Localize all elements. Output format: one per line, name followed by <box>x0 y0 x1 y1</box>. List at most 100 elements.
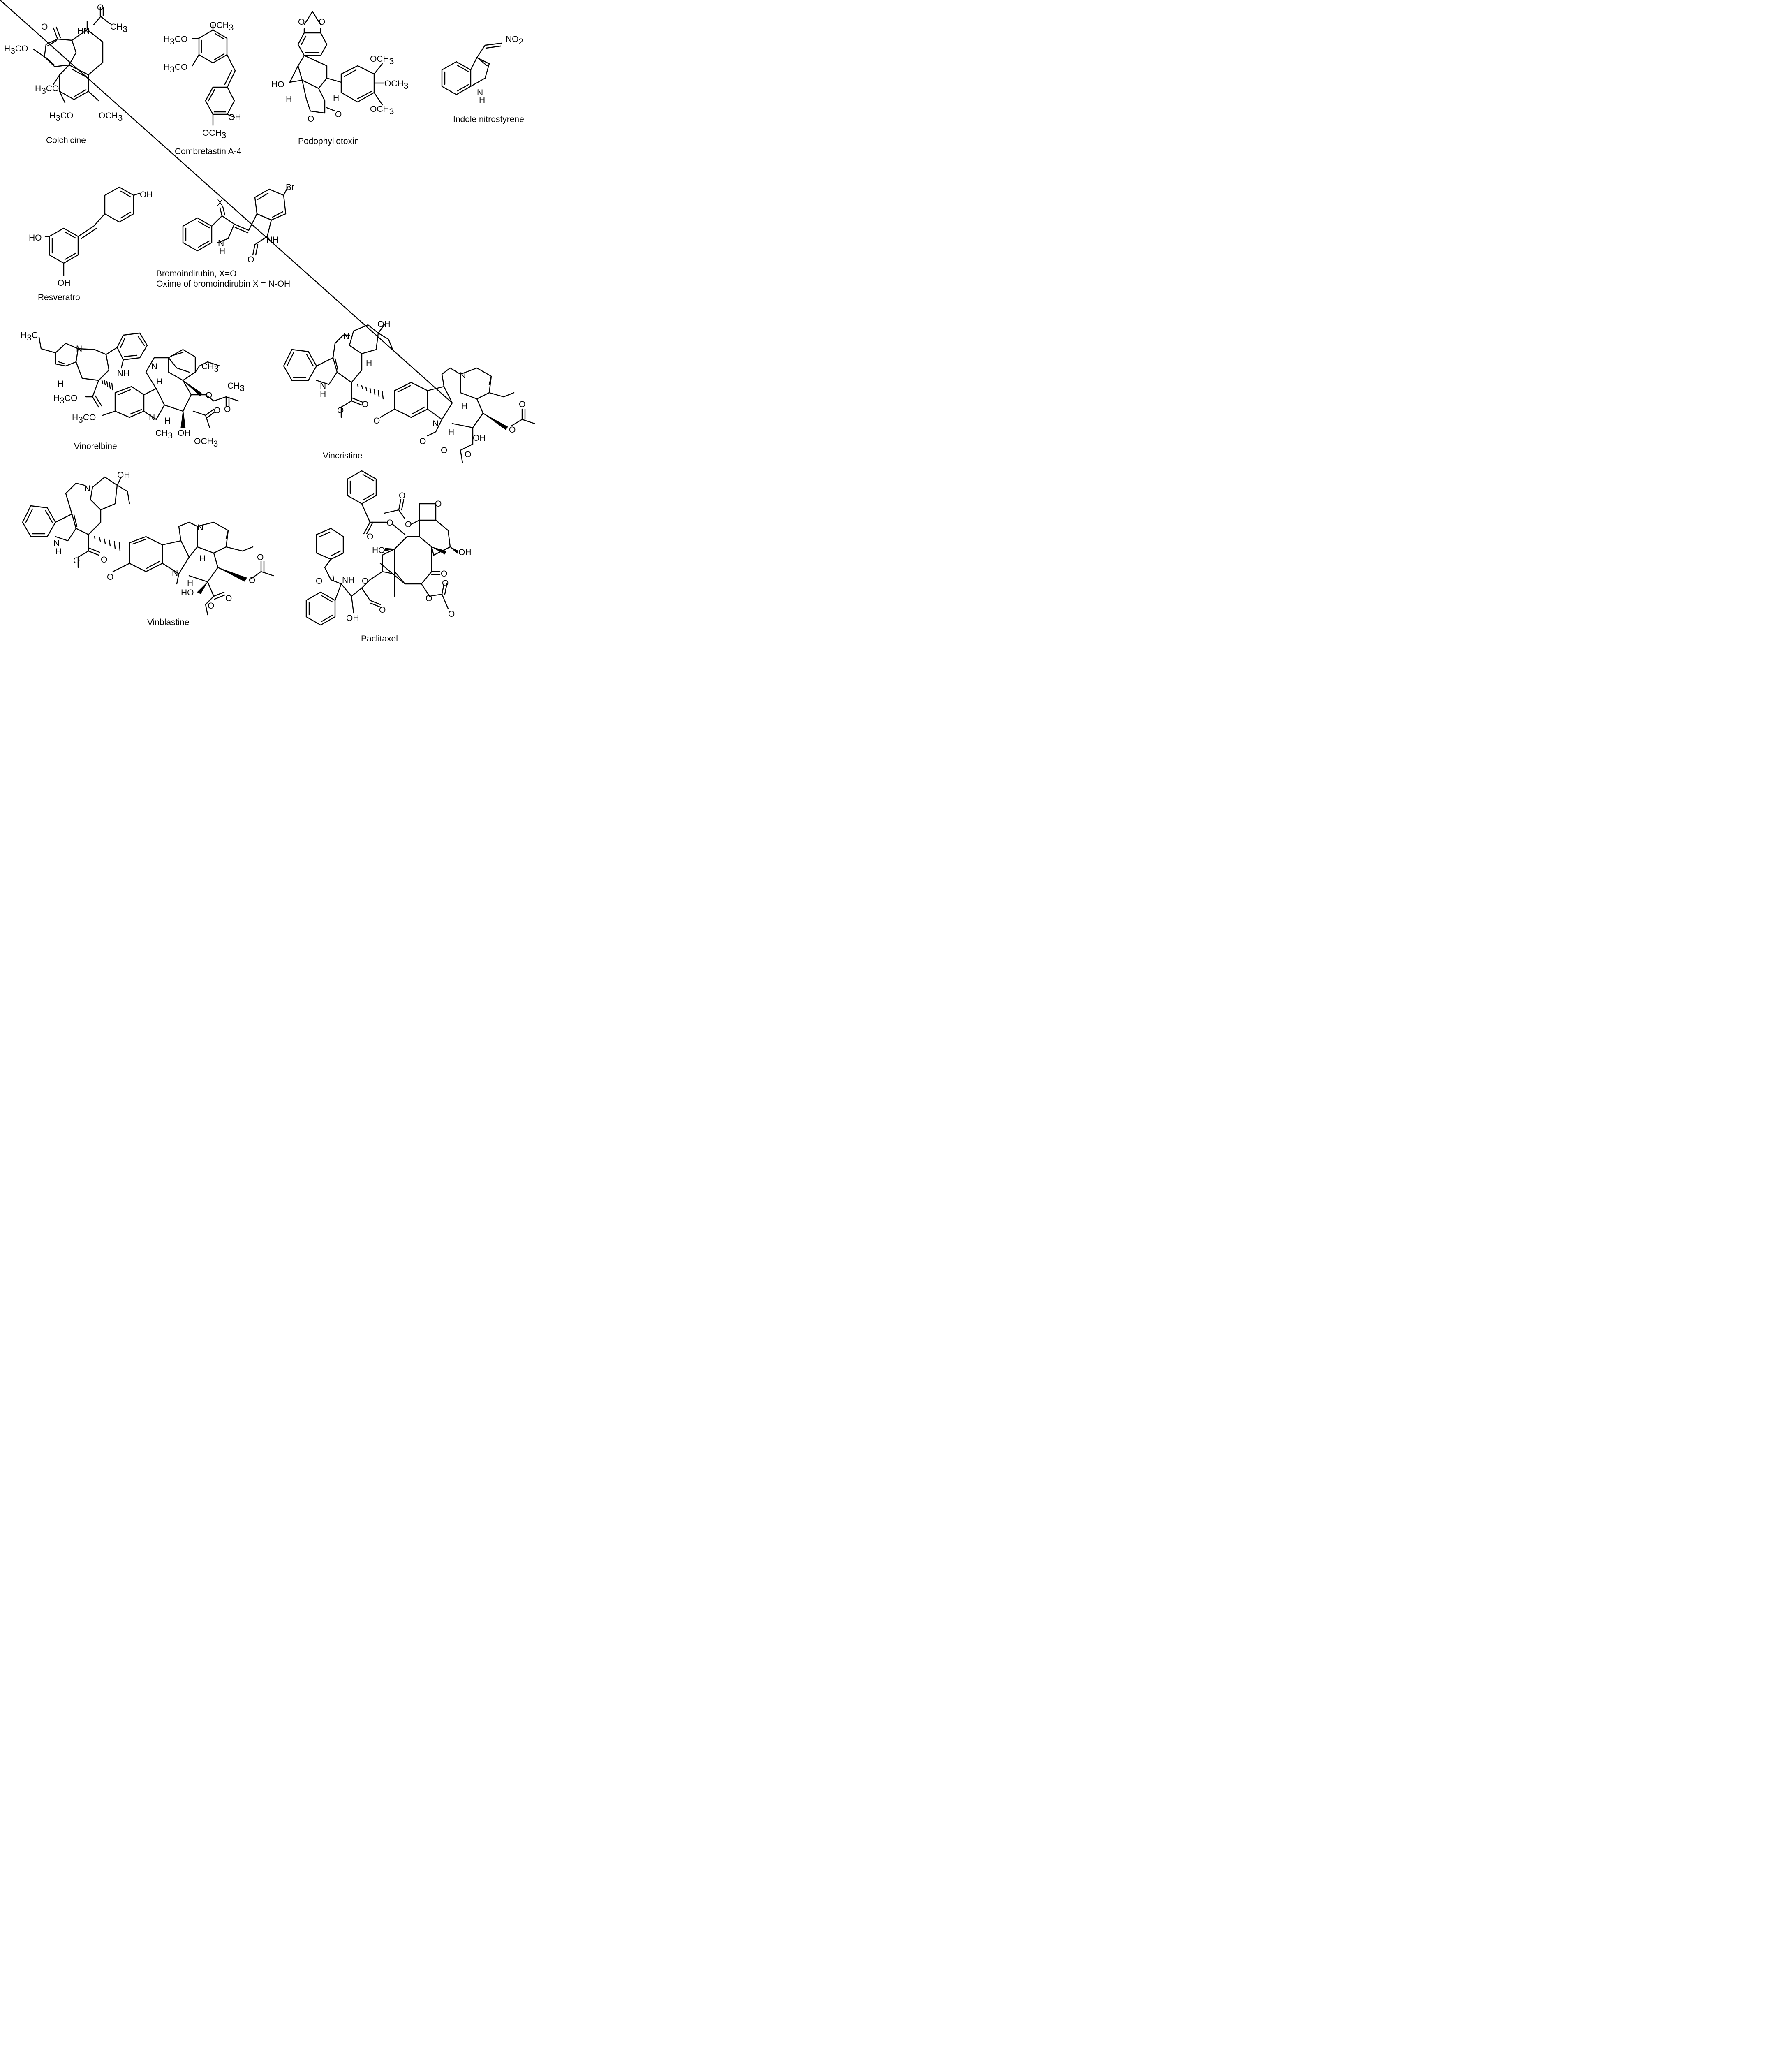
atom-label: O <box>435 499 442 509</box>
atom-label: HO <box>181 588 194 597</box>
caption-podophyllotoxin: Podophyllotoxin <box>298 137 359 146</box>
vinblastine-structure: OH N N H O O O N H N H HO O O O O Vinbla… <box>22 470 274 627</box>
atom-label: O <box>442 579 449 588</box>
atom-label: O <box>247 255 254 264</box>
atom-label: CH3 <box>155 428 173 440</box>
atom-label: O <box>448 609 455 619</box>
caption-paclitaxel: Paclitaxel <box>361 634 398 644</box>
atom-label: O <box>73 556 80 565</box>
vinorelbine-structure: H3C N NH H H3CO H3CO N CH3 H N H CH3 CH3… <box>21 331 245 451</box>
atom-label: OCH3 <box>99 111 123 123</box>
atom-label: H <box>286 95 292 104</box>
atom-label: N <box>320 381 326 391</box>
atom-label: HO <box>29 233 42 243</box>
atom-label: NH <box>342 576 354 585</box>
atom-label: CH3 <box>201 362 219 374</box>
atom-label: N <box>343 332 349 341</box>
atom-label: H3CO <box>164 35 187 46</box>
atom-label: H <box>366 359 372 368</box>
atom-label: O <box>107 572 113 582</box>
atom-label: O <box>257 553 264 562</box>
atom-label: H <box>187 579 193 588</box>
atom-label: OH <box>473 433 486 443</box>
caption-indole-nitrostyrene: Indole nitrostyrene <box>453 115 524 124</box>
atom-label: O <box>208 601 214 611</box>
atom-label: O <box>362 577 368 586</box>
atom-label: OCH3 <box>384 79 408 91</box>
atom-label: H <box>199 554 206 563</box>
atom-label: H3CO <box>72 413 96 425</box>
atom-label: HN <box>77 26 90 36</box>
atom-label: O <box>379 605 386 615</box>
caption-vinblastine: Vinblastine <box>147 618 189 627</box>
atom-label: O <box>316 577 322 586</box>
atom-label: H3CO <box>4 44 28 56</box>
atom-label: H <box>448 428 454 437</box>
atom-label: H <box>320 389 326 399</box>
indole-nitrostyrene-structure: NO2 H N Indole nitrostyrene <box>441 35 524 124</box>
atom-label: H <box>479 95 485 105</box>
atom-label: O <box>335 110 342 119</box>
atom-label: N <box>76 344 82 354</box>
atom-label: H <box>164 416 171 426</box>
atom-label: OH <box>228 113 241 122</box>
caption-resveratrol: Resveratrol <box>38 293 82 302</box>
atom-label: O <box>399 491 405 500</box>
caption-vinorelbine: Vinorelbine <box>74 442 117 451</box>
atom-label: N <box>460 371 466 380</box>
atom-label: OCH3 <box>194 437 218 449</box>
caption-colchicine: Colchicine <box>46 136 86 145</box>
atom-label: CH3 <box>110 22 127 34</box>
atom-label: NH <box>117 369 129 378</box>
atom-label: O <box>465 450 471 459</box>
atom-label: O <box>441 569 447 579</box>
atom-label: H <box>333 93 339 103</box>
atom-label: H3CO <box>35 84 59 96</box>
atom-label: OH <box>140 190 153 199</box>
atom-label: O <box>337 406 344 415</box>
atom-label: H3CO <box>53 394 77 405</box>
atom-label: OCH3 <box>202 128 226 140</box>
atom-label: OH <box>377 320 391 329</box>
atom-label: O <box>214 406 220 415</box>
atom-label: H3CO <box>164 63 187 74</box>
atom-label: HO <box>271 80 284 89</box>
atom-label: O <box>206 391 212 400</box>
structures-figure: O O HN CH3 H3CO H3CO H3CO OCH3 Colchicin… <box>0 0 535 644</box>
atom-label: OH <box>117 470 130 480</box>
caption-bromoindirubin: Bromoindirubin, X=O <box>156 269 237 278</box>
atom-label: O <box>425 594 432 603</box>
vincristine-structure: N OH H N H O O O N H N H OH O O O O O Vi… <box>0 0 535 463</box>
atom-label: O <box>373 416 380 426</box>
colchicine-structure: O O HN CH3 H3CO H3CO H3CO OCH3 Colchicin… <box>4 3 127 145</box>
atom-label: O <box>97 3 104 12</box>
atom-label: X <box>217 198 223 208</box>
atom-label: O <box>319 17 325 27</box>
atom-label: N <box>53 539 60 548</box>
atom-label: O <box>101 555 107 565</box>
atom-label: N <box>477 88 483 97</box>
atom-label: CH3 <box>227 381 245 393</box>
atom-label: O <box>225 594 232 603</box>
combretastatin-structure: OCH3 H3CO H3CO OH OCH3 Combretastin A-4 <box>164 21 242 156</box>
atom-label: O <box>405 520 412 529</box>
atom-label: Br <box>286 183 294 192</box>
atom-label: O <box>224 405 231 414</box>
atom-label: H <box>58 379 64 389</box>
atom-label: HO <box>372 546 385 555</box>
atom-label: O <box>308 114 314 124</box>
atom-label: O <box>362 400 368 409</box>
atom-label: H3C <box>21 331 38 343</box>
atom-label: H <box>219 247 225 256</box>
atom-label: NO2 <box>506 35 523 46</box>
atom-label: N <box>432 419 439 428</box>
atom-label: OH <box>58 278 71 288</box>
paclitaxel-structure: O O O O O OH HO O O O O O O NH O OH Pacl… <box>305 470 472 644</box>
atom-label: H <box>461 402 467 411</box>
atom-label: OH <box>346 614 359 623</box>
atom-label: N <box>84 484 90 493</box>
caption-vincristine: Vincristine <box>323 451 363 461</box>
atom-label: O <box>249 576 255 585</box>
atom-label: O <box>419 437 426 446</box>
atom-label: H3CO <box>49 111 73 123</box>
